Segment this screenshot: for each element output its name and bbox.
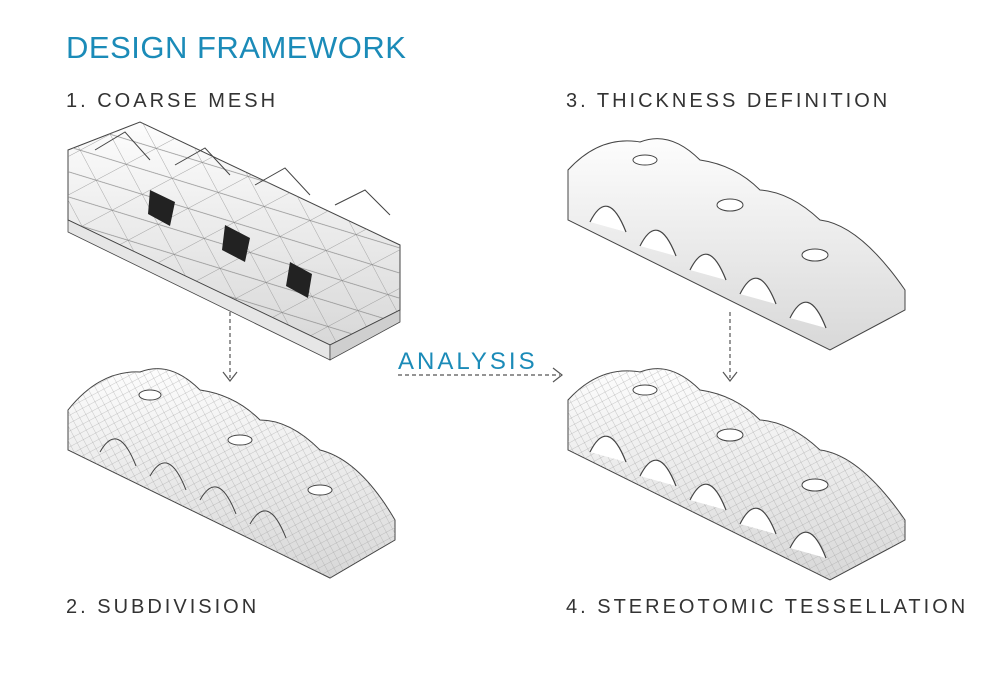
arrow-down-icon	[722, 312, 738, 382]
step-2-label: 2. SUBDIVISION	[66, 596, 260, 618]
analysis-label: ANALYSIS	[398, 348, 538, 375]
tessellation-figure	[567, 368, 906, 581]
thickness-figure	[567, 138, 906, 351]
step-1-label: 1. COARSE MESH	[66, 90, 279, 112]
page-title: DESIGN FRAMEWORK	[66, 30, 407, 65]
arrow-right-icon	[398, 367, 563, 383]
arrow-down-icon	[222, 312, 238, 382]
subdivision-figure	[67, 368, 396, 579]
step-3-label: 3. THICKNESS DEFINITION	[566, 90, 891, 112]
step-4-label: 4. STEREOTOMIC TESSELLATION	[566, 596, 969, 618]
coarse-mesh-figure	[67, 121, 401, 361]
